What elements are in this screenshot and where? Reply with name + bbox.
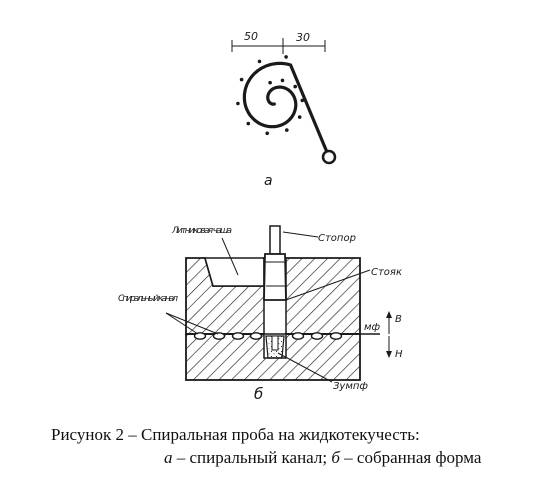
label-bottom-mark: Н xyxy=(395,349,403,360)
pouring-cup-cavity xyxy=(204,257,265,287)
spiral-marker-dot xyxy=(293,84,298,89)
label-sprue-cup: Литниковая чаша xyxy=(171,226,232,236)
spiral-end-knob xyxy=(321,149,337,165)
caption-line-1: Рисунок 2 – Спиральная проба на жидкотек… xyxy=(51,425,420,444)
caption-a-text: – спиральный канал; xyxy=(172,448,332,467)
spiral-marker-dot xyxy=(257,59,262,64)
label-parting-line: мф xyxy=(364,322,381,333)
spiral-channel-line xyxy=(242,61,331,159)
caption-b-text: – собранная форма xyxy=(339,448,482,467)
label-riser: Стояк xyxy=(371,267,402,278)
spiral-marker-dots xyxy=(236,55,305,136)
caption-line-2: а – спиральный канал; б – собранная форм… xyxy=(164,448,481,468)
spiral-marker-dot xyxy=(300,98,305,103)
spiral-marker-dot xyxy=(239,77,244,82)
spiral-marker-dot xyxy=(265,131,270,136)
spiral-channel-sections xyxy=(193,332,343,340)
part-b-label: б xyxy=(254,385,263,403)
spiral-marker-dot xyxy=(246,121,251,126)
caption-b-letter: б xyxy=(331,448,340,467)
dimension-label-left: 50 xyxy=(244,30,258,43)
spiral-marker-dot xyxy=(285,128,289,132)
assembled-mould-section: Литниковая чаша Стопор Стояк Спиральный … xyxy=(118,225,403,403)
label-spiral-channel: Спиральный канал xyxy=(118,294,178,304)
spiral-marker-dot xyxy=(268,80,272,85)
spiral-marker-dot xyxy=(280,78,285,83)
spiral-marker-dot xyxy=(284,55,288,59)
label-top-mark: В xyxy=(395,314,402,325)
arrow-down-icon xyxy=(386,351,392,358)
label-sump: Зумпф xyxy=(333,381,368,392)
caption-a-letter: а xyxy=(164,448,173,467)
arrow-up-icon xyxy=(386,311,392,318)
stopper xyxy=(263,225,287,301)
spiral-marker-dot xyxy=(236,101,240,106)
label-stopper: Стопор xyxy=(318,233,356,244)
spiral-channel-plan: 50 30 а xyxy=(231,30,337,189)
spiral-marker-dot xyxy=(297,115,302,119)
sump-pin xyxy=(271,335,279,351)
part-a-label: а xyxy=(264,173,273,189)
dimension-label-right: 30 xyxy=(296,31,310,44)
